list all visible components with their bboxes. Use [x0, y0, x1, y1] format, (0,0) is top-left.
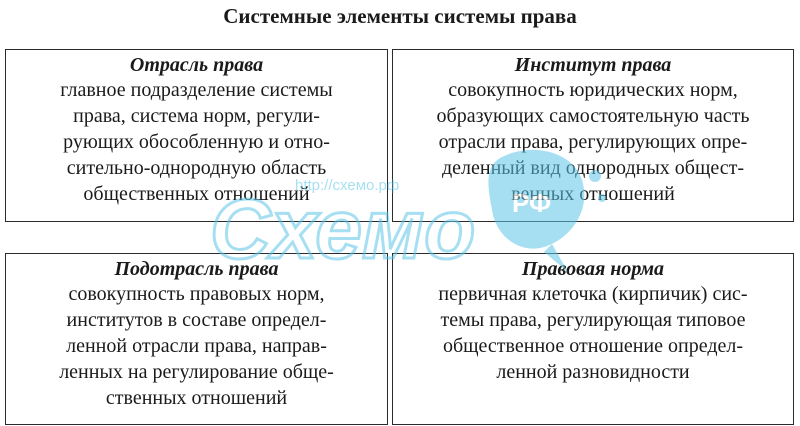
box-text-line: ленной отрасли права, направ- — [66, 335, 327, 357]
box-text-line: венных отношений — [511, 183, 675, 205]
box-heading: Институт права — [514, 54, 672, 76]
box-heading: Отрасль права — [129, 54, 264, 76]
box-text-line: главное подразделение системы — [60, 79, 333, 101]
box-institution-of-law: Институт права совокупность юридических … — [392, 49, 794, 222]
box-text-line: ленных на регулирование обще- — [59, 361, 334, 383]
box-text-line: рующих обособленную и отно- — [63, 131, 330, 153]
box-text-line: первичная клеточка (кирпичик) сис- — [438, 283, 748, 305]
box-text-line: права, система норм, регули- — [73, 105, 320, 127]
box-heading: Подотрасль права — [114, 258, 279, 280]
box-text-line: отрасли права, регулирующих опре- — [438, 131, 748, 153]
box-text-line: темы права, регулирующая типовое — [440, 309, 746, 331]
box-branch-of-law: Отрасль права главное подразделение сист… — [5, 49, 388, 222]
box-text-line: сительно-однородную область — [66, 157, 327, 179]
box-text-line: ленной разновидности — [496, 361, 690, 383]
box-text-line: общественное отношение определ- — [442, 335, 744, 357]
box-text-line: институтов в составе определ- — [66, 309, 327, 331]
box-heading: Правовая норма — [521, 258, 665, 280]
box-sub-branch-of-law: Подотрасль права совокупность правовых н… — [5, 253, 388, 425]
box-text-line: совокупность юридических норм, — [448, 79, 738, 101]
box-text-line: деленный вид однородных общест- — [441, 157, 745, 179]
box-text-line: общественных отношений — [83, 183, 310, 205]
box-text-line: образующих самостоятельную часть — [436, 105, 750, 127]
box-legal-norm: Правовая норма первичная клеточка (кирпи… — [392, 253, 794, 425]
box-text-line: ственных отношений — [105, 387, 288, 409]
page-title: Системные элементы системы права — [223, 4, 577, 28]
box-text-line: совокупность правовых норм, — [68, 283, 325, 305]
